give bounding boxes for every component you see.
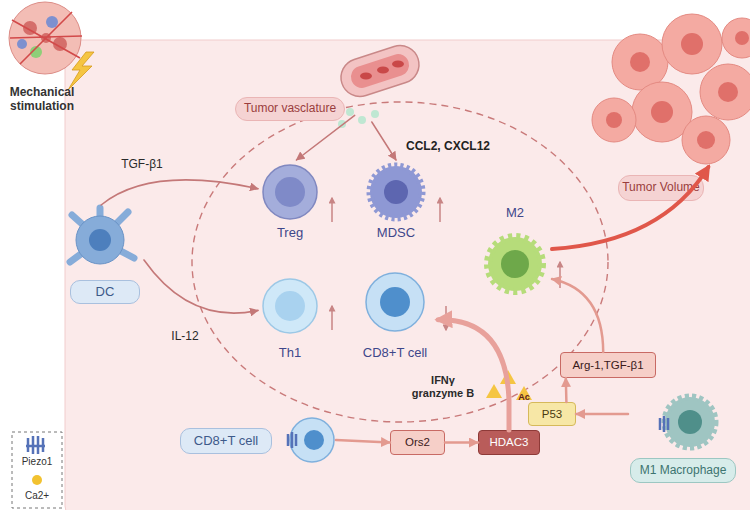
node-label: Th1 xyxy=(258,344,322,362)
node-label: Arg-1,TGF-β1 xyxy=(560,352,656,378)
edge-label: IFNγ granzyme B xyxy=(404,374,482,399)
vasculature-node: Tumor vasclature xyxy=(235,40,425,122)
node-label: Treg xyxy=(258,224,322,242)
connector xyxy=(576,413,628,416)
node-label: CD8+T cell xyxy=(180,428,272,454)
cd8-cell xyxy=(366,273,424,331)
node-label: Tumor Volume xyxy=(618,175,704,201)
dashed-circle xyxy=(192,102,608,422)
mdsc-cell xyxy=(370,166,422,218)
cell-node: M1 Macrophage xyxy=(628,392,738,484)
process-box: HDAC3 xyxy=(478,430,540,455)
node-label: M2 xyxy=(478,204,552,222)
connector xyxy=(101,180,258,205)
annotation: Mechanical stimulation xyxy=(0,86,84,114)
node-label: M1 Macrophage xyxy=(630,458,736,483)
m1-cell xyxy=(660,397,715,447)
cell-node: DC xyxy=(66,205,144,305)
connector xyxy=(144,260,258,313)
node-label: DC xyxy=(70,280,140,304)
blood-vessel xyxy=(336,41,424,128)
process-box: Arg-1,TGF-β1 xyxy=(560,352,656,378)
th1-cell xyxy=(263,279,317,333)
node-label: HDAC3 xyxy=(478,430,540,455)
dc-cell xyxy=(70,208,134,264)
process-box: P53 xyxy=(528,402,576,426)
node-label: Tumor vasclature xyxy=(235,97,345,121)
cell-node: M2 xyxy=(478,204,552,304)
tumor-volume-node: Tumor Volume xyxy=(590,15,750,205)
m2-cell xyxy=(488,237,542,291)
cell-node: CD8+T cell xyxy=(352,268,438,362)
treg-cell xyxy=(263,165,317,219)
tumor-illustration xyxy=(9,2,94,90)
cell-node: MDSC xyxy=(358,160,434,242)
node-label: Ors2 xyxy=(390,430,445,455)
annotation: CCL2, CXCL12 xyxy=(398,140,498,154)
calcium-symbol xyxy=(32,475,42,485)
legend-box xyxy=(12,432,62,508)
cell-node: CD8+T cell xyxy=(180,416,336,464)
connector xyxy=(372,122,396,160)
tumor-cluster xyxy=(592,14,750,164)
legend-text: Piezo1 xyxy=(12,456,62,468)
connector xyxy=(552,167,708,249)
trend-arrows xyxy=(332,198,560,330)
background-panel xyxy=(65,40,750,510)
edge-label: TGF-β1 xyxy=(112,158,172,172)
cd8-cell-small xyxy=(288,418,334,462)
annotation: Ac xyxy=(516,392,532,402)
piezo1-symbol xyxy=(26,436,45,454)
connector xyxy=(296,115,354,160)
cell-node: Treg xyxy=(258,160,322,242)
connector xyxy=(445,441,478,444)
node-label: P53 xyxy=(528,402,576,426)
connector xyxy=(336,440,390,443)
node-label: MDSC xyxy=(358,224,434,242)
connector xyxy=(552,279,603,352)
connector xyxy=(565,378,568,402)
node-label: CD8+T cell xyxy=(352,344,438,362)
edge-label: IL-12 xyxy=(160,330,210,344)
cell-node: Th1 xyxy=(258,276,322,362)
legend-text: Ca2+ xyxy=(12,490,62,502)
process-box: Ors2 xyxy=(390,430,445,455)
